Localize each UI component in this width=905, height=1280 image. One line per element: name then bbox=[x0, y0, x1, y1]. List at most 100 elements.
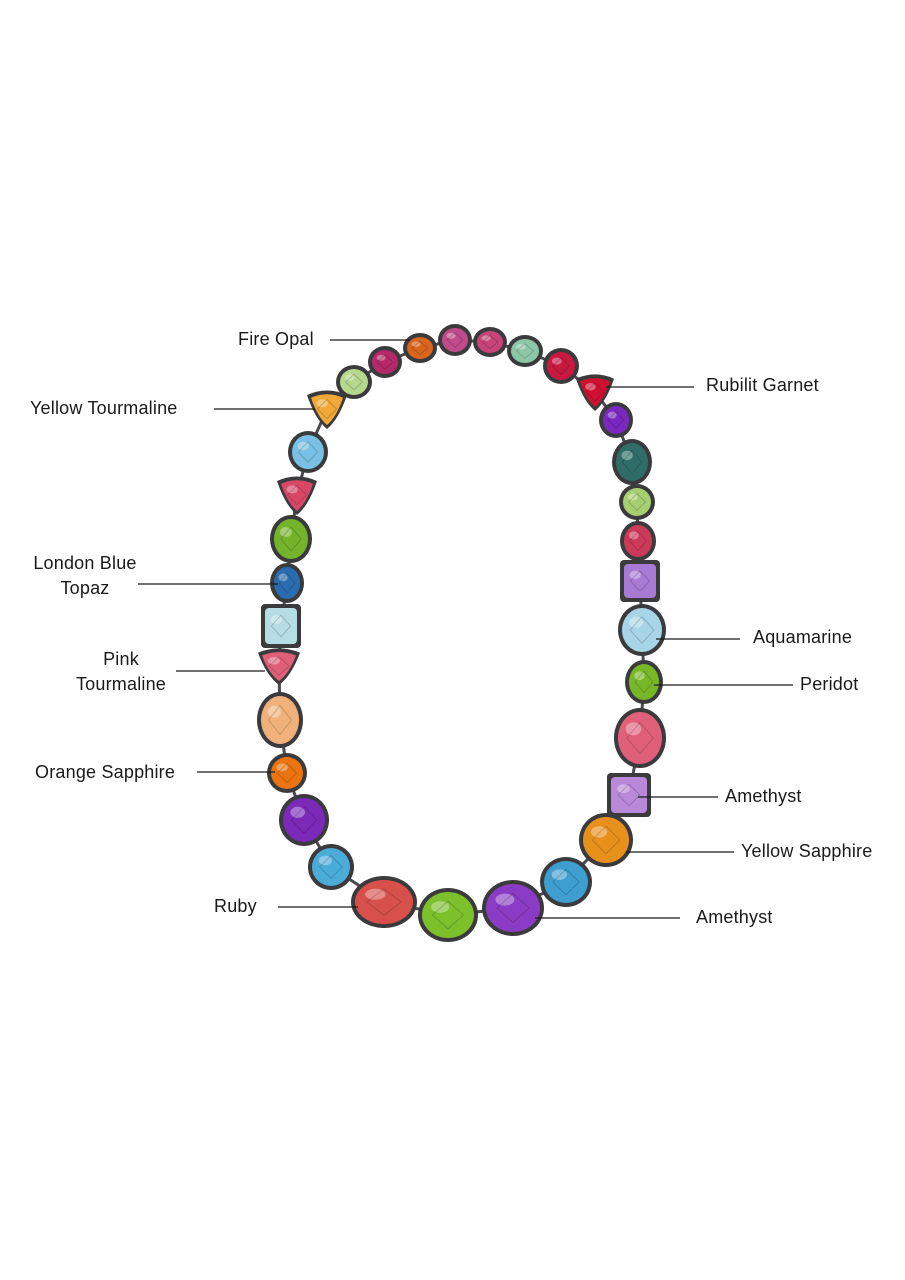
orange-sapphire-gem bbox=[267, 753, 307, 793]
amethyst-bottom-gem-highlight bbox=[495, 893, 515, 906]
label-aquamarine: Aquamarine bbox=[753, 627, 853, 647]
sky-blue-gem-highlight bbox=[297, 441, 309, 451]
london-blue-topaz-gem-highlight bbox=[278, 573, 288, 582]
clasp-gem bbox=[438, 324, 472, 356]
red-gem-stone bbox=[547, 352, 575, 380]
clasp-gem-facet bbox=[446, 332, 464, 348]
mint-gem bbox=[507, 335, 543, 367]
amethyst-bottom-gem-stone bbox=[486, 884, 540, 932]
champagne-gem-highlight bbox=[267, 705, 281, 718]
purple-left-gem-highlight bbox=[290, 806, 306, 818]
blue-topaz-left-gem-highlight bbox=[318, 855, 332, 866]
blue-topaz-left-gem-stone bbox=[312, 848, 350, 886]
pink-heart-gem bbox=[277, 476, 317, 515]
magenta-gem-facet bbox=[376, 354, 394, 370]
fire-opal-gem-facet bbox=[411, 340, 429, 356]
pink-tourmaline-right-gem-facet bbox=[626, 721, 654, 755]
pale-blue-gem-stone bbox=[265, 608, 297, 644]
orange-sapphire-gem-facet bbox=[276, 762, 298, 784]
pink-tourmaline-right-gem-stone bbox=[618, 712, 662, 764]
teal-gem-highlight bbox=[621, 450, 633, 461]
pale-green-gem-highlight bbox=[344, 374, 355, 381]
lavender-gem bbox=[620, 560, 660, 602]
peridot-left-gem bbox=[270, 515, 312, 563]
light-green-gem-stone bbox=[623, 488, 651, 516]
purple-gem bbox=[599, 402, 633, 438]
label-orange-sapphire: Orange Sapphire bbox=[35, 762, 176, 782]
amethyst-right-gem-stone bbox=[611, 777, 647, 813]
clasp-gem-highlight bbox=[446, 332, 456, 339]
lavender-gem-highlight bbox=[629, 570, 641, 580]
purple-left-gem-facet bbox=[290, 806, 318, 834]
magenta-gem-highlight bbox=[376, 354, 386, 361]
pink-heart-gem-facet bbox=[286, 484, 308, 506]
amethyst-right-gem-highlight bbox=[617, 784, 630, 794]
label-rubilit-garnet: Rubilit Garnet bbox=[706, 375, 819, 395]
ruby-gem bbox=[351, 876, 417, 928]
rose-gem-stone bbox=[624, 525, 652, 557]
pink-gem-highlight bbox=[481, 335, 491, 341]
rubilit-garnet-gem-facet bbox=[585, 382, 605, 402]
london-blue-topaz-gem-facet bbox=[278, 572, 296, 594]
yellow-tourmaline-gem-facet bbox=[316, 398, 338, 420]
label-amethyst-bottom: Amethyst bbox=[696, 907, 773, 927]
red-gem-highlight bbox=[551, 357, 562, 365]
label-london-blue-topaz: London Blue Topaz bbox=[26, 551, 144, 601]
rubilit-garnet-gem-highlight bbox=[585, 383, 596, 391]
teal-gem bbox=[612, 439, 652, 485]
aquamarine-gem-stone bbox=[622, 608, 662, 652]
sky-blue-gem-stone bbox=[292, 435, 324, 469]
pale-blue-gem bbox=[261, 604, 301, 648]
pink-tourmaline-gem-highlight bbox=[267, 657, 280, 665]
teal-gem-stone bbox=[616, 443, 648, 481]
leader-lines bbox=[138, 339, 793, 919]
aquamarine-gem-highlight bbox=[629, 616, 643, 628]
yellow-sapphire-gem bbox=[579, 813, 633, 867]
yellow-sapphire-gem-stone bbox=[583, 817, 629, 863]
red-gem-facet bbox=[551, 356, 571, 376]
orange-sapphire-gem-stone bbox=[271, 757, 303, 789]
pale-green-gem-stone bbox=[340, 369, 368, 395]
yellow-tourmaline-gem bbox=[307, 390, 347, 429]
pale-green-gem bbox=[336, 365, 372, 399]
pale-blue-gem-facet bbox=[270, 614, 292, 638]
label-pink-tourmaline-line2: Tourmaline bbox=[75, 674, 167, 694]
gem-group bbox=[257, 324, 666, 942]
pale-blue-gem-highlight bbox=[270, 615, 282, 625]
label-pink-tourmaline: Pink Tourmaline bbox=[66, 647, 176, 697]
pink-gem-facet bbox=[481, 334, 499, 350]
peridot-gem-stone bbox=[629, 664, 659, 700]
pink-heart-gem-highlight bbox=[286, 485, 298, 494]
label-london-blue-topaz-line2: Topaz bbox=[60, 578, 110, 598]
london-blue-topaz-gem-stone bbox=[274, 567, 300, 599]
champagne-gem-facet bbox=[267, 704, 293, 736]
rubilit-garnet-gem bbox=[576, 374, 614, 411]
blue-topaz-left-gem bbox=[308, 844, 354, 890]
aquamarine-gem bbox=[618, 604, 666, 656]
fire-opal-gem-stone bbox=[407, 337, 433, 359]
rose-gem-facet bbox=[628, 530, 648, 552]
amethyst-right-gem bbox=[607, 773, 651, 817]
yellow-sapphire-gem-facet bbox=[591, 825, 621, 855]
rubilit-garnet-gem-stone bbox=[580, 378, 610, 407]
red-gem bbox=[543, 348, 579, 384]
label-peridot: Peridot bbox=[800, 674, 859, 694]
light-green-gem bbox=[619, 484, 655, 520]
pink-tourmaline-gem-stone bbox=[262, 652, 296, 681]
purple-left-gem bbox=[279, 794, 329, 846]
pale-green-gem-facet bbox=[344, 373, 364, 391]
peridot-bottom-gem-highlight bbox=[431, 901, 450, 913]
champagne-gem bbox=[257, 692, 303, 748]
label-london-blue-topaz-line1: London Blue bbox=[33, 553, 137, 573]
pink-tourmaline-gem bbox=[258, 648, 300, 685]
magenta-gem bbox=[368, 346, 402, 378]
mint-gem-facet bbox=[515, 343, 535, 359]
champagne-gem-stone bbox=[261, 696, 299, 744]
purple-left-gem-stone bbox=[283, 798, 325, 842]
label-fire-opal: Fire Opal bbox=[238, 329, 314, 349]
light-green-gem-highlight bbox=[627, 493, 638, 501]
peridot-gem-highlight bbox=[634, 671, 645, 681]
label-yellow-sapphire: Yellow Sapphire bbox=[741, 841, 873, 861]
teal-gem-facet bbox=[621, 449, 643, 475]
